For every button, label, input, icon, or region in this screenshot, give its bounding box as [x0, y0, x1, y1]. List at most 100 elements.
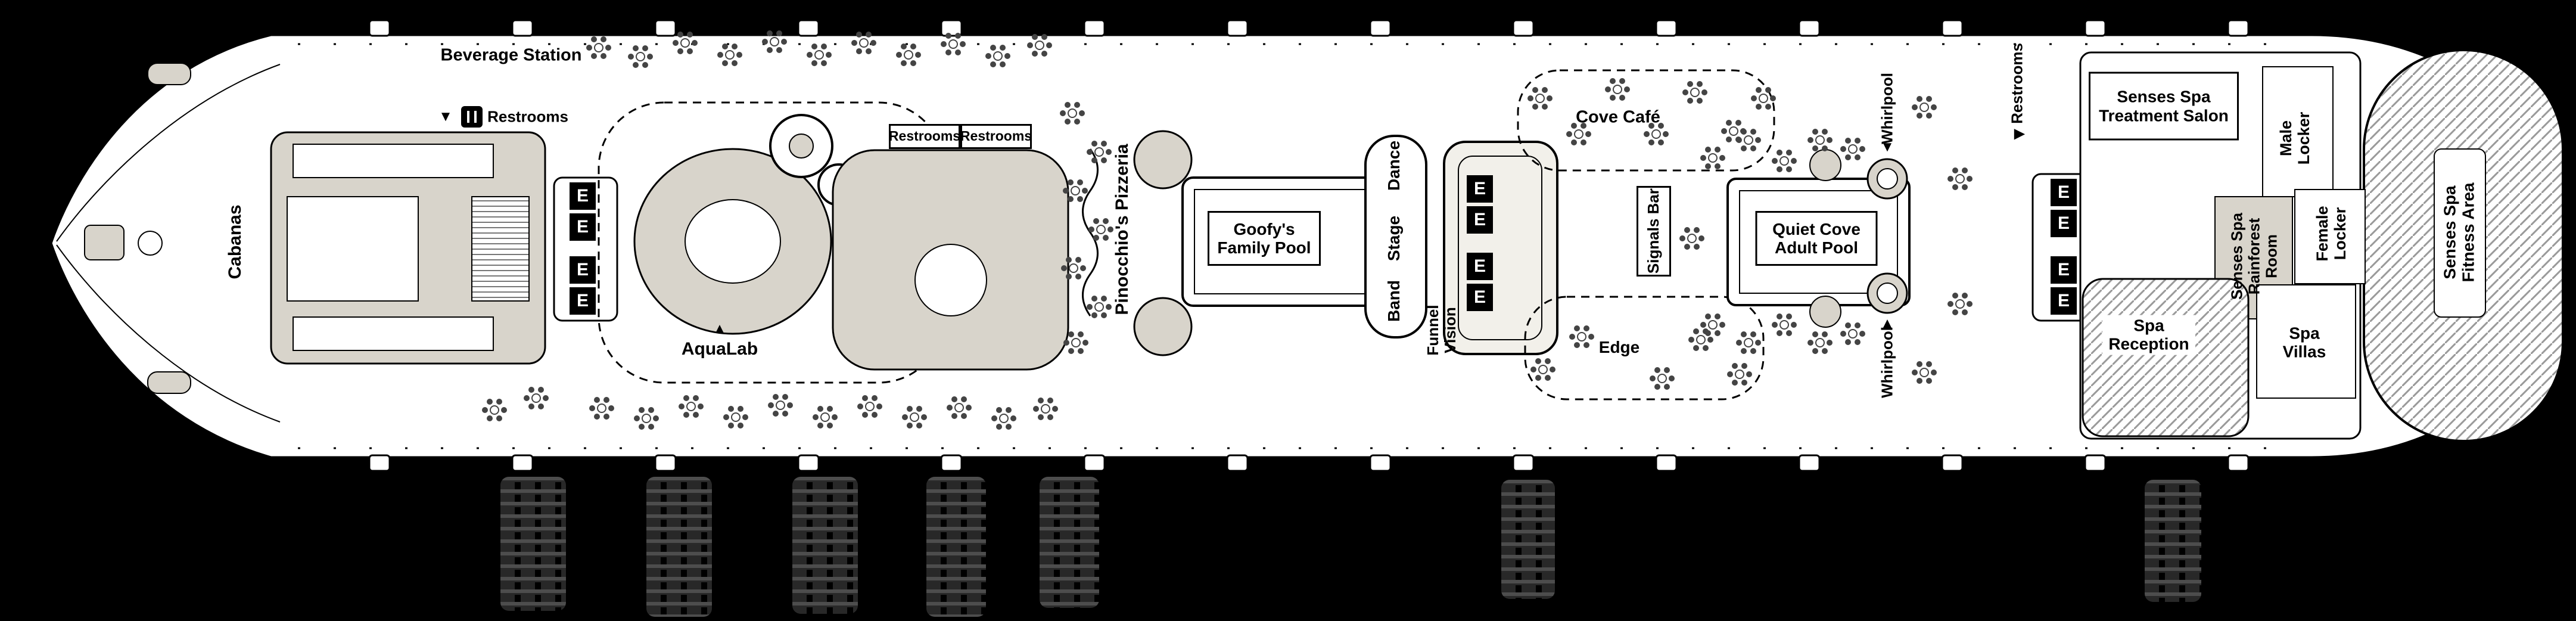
- hull-details: [56, 43, 2288, 449]
- hull-bump: [2227, 454, 2250, 472]
- table-cluster: [1919, 103, 1929, 112]
- elevator-box: E: [1467, 253, 1493, 280]
- hull-bump: [1512, 19, 1535, 37]
- table-cluster: [642, 414, 651, 423]
- table-cluster: [1657, 374, 1667, 383]
- elevator-box: E: [1467, 175, 1493, 203]
- table-cluster: [1651, 129, 1661, 139]
- table-cluster: [904, 50, 913, 60]
- band-label: Band: [1385, 280, 1403, 322]
- table-cluster: [1069, 263, 1078, 273]
- aqualab-zone: [598, 101, 945, 384]
- elevator-box: E: [2051, 287, 2077, 315]
- goofys-family-pool-box: Goofy's Family Pool: [1208, 211, 1321, 266]
- table-cluster: [594, 43, 603, 52]
- elevator-box: E: [570, 256, 596, 284]
- whirlpool-bottom-label: Whirlpool: [1878, 327, 1896, 398]
- whirlpools: [1809, 149, 1908, 328]
- deck-chair-storage: [792, 477, 858, 614]
- senses-spa-treatment-salon-box: Senses Spa Treatment Salon: [2089, 72, 2239, 141]
- restrooms-aft-label: Restrooms: [2008, 43, 2026, 124]
- cabanas-label: Cabanas: [225, 204, 245, 280]
- table-cluster: [1708, 320, 1718, 330]
- hull-bump: [1798, 19, 1821, 37]
- whirlpool-bottom-pointer-icon: ▲: [1880, 315, 1894, 331]
- table-cluster: [814, 50, 824, 60]
- pinocchios-pizzeria-label: Pinocchio's Pizzeria: [1112, 144, 1132, 315]
- hull-bump: [797, 454, 820, 472]
- dance-label: Dance: [1385, 140, 1403, 191]
- table-cluster: [954, 403, 964, 412]
- restrooms-pointer-icon: ▼: [438, 108, 453, 125]
- hull-bump: [1226, 19, 1249, 37]
- hull-bump: [1655, 454, 1678, 472]
- table-cluster: [731, 412, 741, 422]
- table-cluster: [1848, 144, 1858, 154]
- hull-bump: [1369, 19, 1392, 37]
- table-cluster: [1779, 156, 1789, 166]
- cabanas-area: [270, 131, 546, 365]
- senses-spa-rainforest-room-label: Senses Spa Rainforest Room: [2227, 213, 2281, 300]
- pizzeria-awning: [1082, 148, 1099, 316]
- hull-bump: [1798, 454, 1821, 472]
- table-cluster: [1955, 299, 1965, 309]
- hull-bump: [511, 454, 534, 472]
- table-cluster: [1071, 338, 1081, 347]
- table-cluster: [820, 412, 830, 422]
- table-cluster: [1815, 135, 1825, 145]
- male-locker-room: [2262, 66, 2334, 197]
- table-cluster: [1071, 186, 1080, 195]
- table-cluster: [1708, 153, 1718, 163]
- table-cluster: [1759, 94, 1768, 103]
- table-cluster: [776, 400, 785, 410]
- deck-chair-storage: [500, 477, 566, 611]
- male-locker-label: Male Locker: [2276, 111, 2313, 165]
- hull-bump: [654, 19, 677, 37]
- quiet-cove-adult-pool-box: Quiet Cove Adult Pool: [1755, 211, 1878, 266]
- table-cluster: [1577, 332, 1586, 341]
- restrooms-forward-label: Restrooms: [487, 107, 568, 126]
- table-cluster: [865, 402, 875, 411]
- table-cluster: [1744, 338, 1753, 347]
- female-locker-label: Female Locker: [2313, 206, 2349, 262]
- table-cluster: [1779, 320, 1789, 330]
- hull-bump: [1941, 454, 1964, 472]
- female-locker-room: [2294, 189, 2366, 284]
- hull-details: [368, 19, 2250, 472]
- signals-bar-label: Signals Bar: [1644, 188, 1663, 274]
- hull-bump: [1083, 19, 1106, 37]
- hull-bump: [654, 454, 677, 472]
- stage-structure: [1364, 135, 1427, 339]
- table-cluster: [1744, 135, 1753, 145]
- hull-bump: [1655, 19, 1678, 37]
- aqualab-label: AquaLab: [681, 339, 758, 359]
- elevator-box: E: [570, 213, 596, 241]
- table-cluster: [725, 50, 735, 60]
- table-cluster: [597, 403, 606, 413]
- table-cluster: [910, 412, 919, 422]
- elevator-box: E: [570, 287, 596, 315]
- table-cluster: [1574, 129, 1583, 139]
- elevator-box: E: [2051, 210, 2077, 237]
- restrooms-aft-pointer-icon: ▶: [2014, 125, 2026, 142]
- restrooms-mid-left-box: Restrooms: [889, 124, 960, 149]
- whirlpool-top-label: Whirlpool: [1878, 73, 1896, 144]
- table-cluster: [859, 38, 869, 48]
- deck-chair-storage: [1040, 477, 1099, 608]
- spa-villas-room: [2256, 284, 2356, 399]
- table-cluster: [1955, 174, 1965, 184]
- deck-chair-storage: [926, 477, 986, 617]
- table-cluster: [948, 39, 958, 49]
- table-cluster: [686, 402, 696, 411]
- hull-bump: [797, 19, 820, 37]
- spa-reception-label: Spa Reception: [2102, 315, 2195, 355]
- elevator-box: E: [570, 182, 596, 210]
- restrooms-mid-right-box: Restrooms: [960, 124, 1032, 149]
- spa-villas-label: Spa Villas: [2282, 324, 2326, 361]
- table-cluster: [1815, 338, 1825, 347]
- hull-bump: [2227, 19, 2250, 37]
- elevator-box: E: [2051, 179, 2077, 206]
- hull-bump: [1941, 19, 1964, 37]
